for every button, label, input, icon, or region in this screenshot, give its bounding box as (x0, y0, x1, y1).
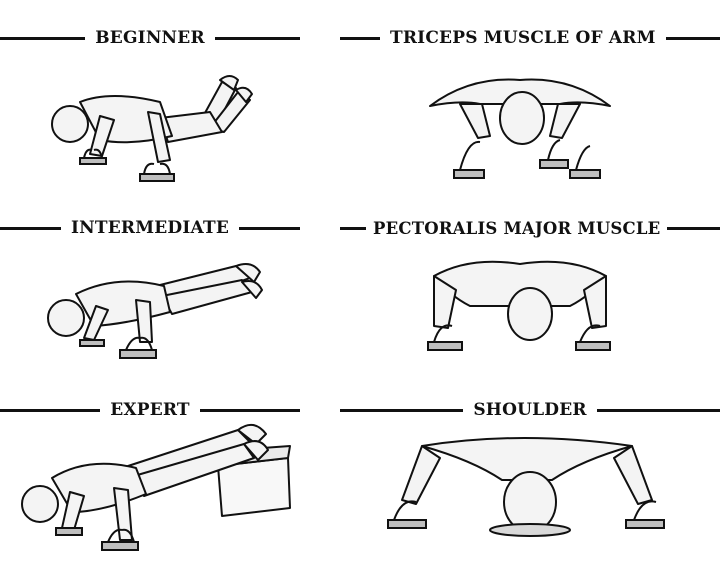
beginner-knee-pushup-illustration (40, 62, 270, 192)
shoulder-title: SHOULDER (473, 400, 587, 420)
heading-rule-left (0, 408, 101, 412)
expert-heading-row: EXPERT (0, 398, 301, 422)
triceps-title: TRICEPS MUSCLE OF ARM (390, 28, 656, 48)
shoulder-wide-pushup-illustration (382, 440, 672, 560)
shoulder-heading-row: SHOULDER (340, 398, 720, 422)
intermediate-title: INTERMEDIATE (71, 218, 229, 238)
triceps-heading-row: TRICEPS MUSCLE OF ARM (340, 26, 720, 50)
pectoralis-heading-row: PECTORALIS MAJOR MUSCLE (340, 216, 720, 240)
beginner-title: BEGINNER (95, 28, 205, 48)
expert-decline-pushup-illustration (18, 416, 298, 566)
heading-rule-left (340, 36, 380, 40)
heading-rule-left (0, 226, 62, 230)
intermediate-pushup-illustration (36, 256, 276, 366)
heading-rule-right (214, 36, 300, 40)
pectoralis-pushup-front-illustration (420, 256, 620, 376)
heading-rule-right (665, 36, 720, 40)
heading-rule-left (0, 36, 86, 40)
heading-rule-right (238, 226, 300, 230)
heading-rule-right (596, 408, 720, 412)
intermediate-heading-row: INTERMEDIATE (0, 216, 300, 240)
heading-rule-left (340, 408, 464, 412)
heading-rule-left (340, 226, 366, 230)
beginner-heading-row: BEGINNER (0, 26, 300, 50)
heading-rule-right (667, 226, 720, 230)
expert-title: EXPERT (110, 400, 190, 420)
triceps-pushup-front-illustration (420, 70, 620, 190)
pectoralis-title: PECTORALIS MAJOR MUSCLE (373, 218, 661, 238)
heading-rule-right (199, 408, 301, 412)
